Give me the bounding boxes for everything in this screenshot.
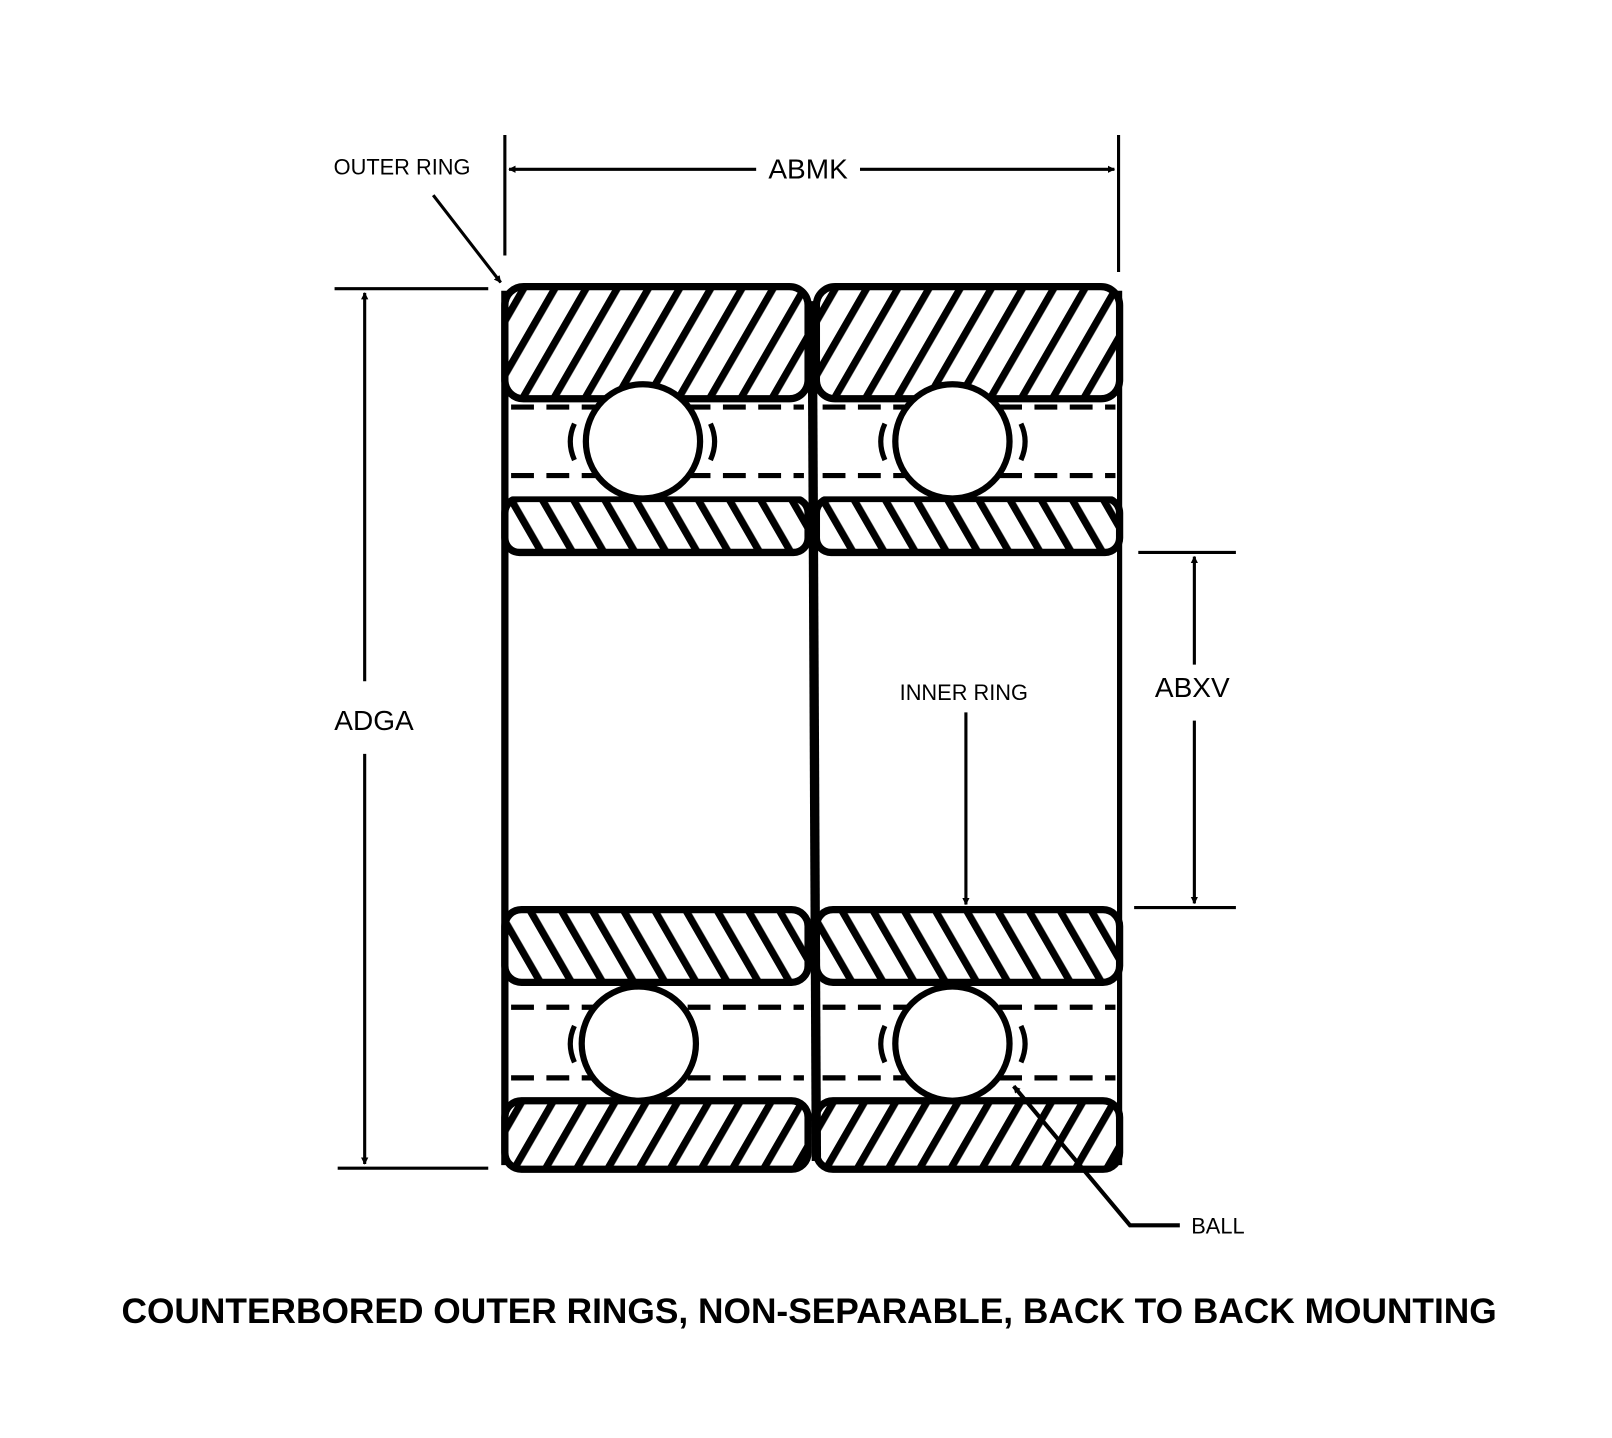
- left-top-inner-ring: [501, 494, 812, 557]
- left-top-outer-ring: [501, 282, 812, 403]
- abxv-label: ABXV: [1155, 672, 1230, 703]
- ball-leader: [1012, 1084, 1180, 1228]
- center-divider: [807, 301, 822, 1161]
- ball-label: BALL: [1191, 1214, 1244, 1239]
- outer-ring-leader: [431, 194, 502, 284]
- diagram-title: COUNTERBORED OUTER RINGS, NON-SEPARABLE,…: [121, 1292, 1496, 1331]
- inner-ring-label: INNER RING: [900, 680, 1028, 705]
- right-bottom-ball: [892, 983, 1013, 1104]
- right-top-cage-right: [1018, 422, 1028, 462]
- callout-outer-ring: OUTER RING: [334, 154, 502, 284]
- left-bottom-inner-ring: [501, 906, 812, 986]
- right-bearing-section: [812, 282, 1124, 1173]
- left-top-cage-right: [708, 422, 718, 462]
- right-top-cage-left: [878, 422, 888, 462]
- right-top-outer-ring: [812, 282, 1124, 403]
- abmk-label: ABMK: [768, 154, 848, 185]
- left-bottom-cage-left: [567, 1024, 577, 1064]
- dimension-abxv: ABXV: [1134, 550, 1236, 910]
- right-bottom-cage-right: [1018, 1024, 1028, 1064]
- left-top-cage-left: [567, 422, 577, 462]
- callout-inner-ring: INNER RING: [900, 680, 1028, 906]
- dimension-abmk: ABMK: [503, 134, 1121, 273]
- callout-ball: BALL: [1012, 1084, 1245, 1239]
- left-bearing-section: [501, 282, 812, 1173]
- right-top-inner-ring: [812, 494, 1124, 557]
- dimension-adga: ADGA: [334, 287, 489, 1170]
- right-bottom-cage-left: [878, 1024, 888, 1064]
- right-bottom-inner-ring: [812, 906, 1124, 986]
- left-bottom-outer-ring: [501, 1097, 812, 1173]
- left-top-ball: [582, 381, 704, 502]
- right-top-ball: [892, 381, 1013, 502]
- outer-ring-label: OUTER RING: [334, 154, 471, 179]
- adga-label: ADGA: [334, 705, 414, 736]
- left-bottom-ball: [578, 983, 700, 1104]
